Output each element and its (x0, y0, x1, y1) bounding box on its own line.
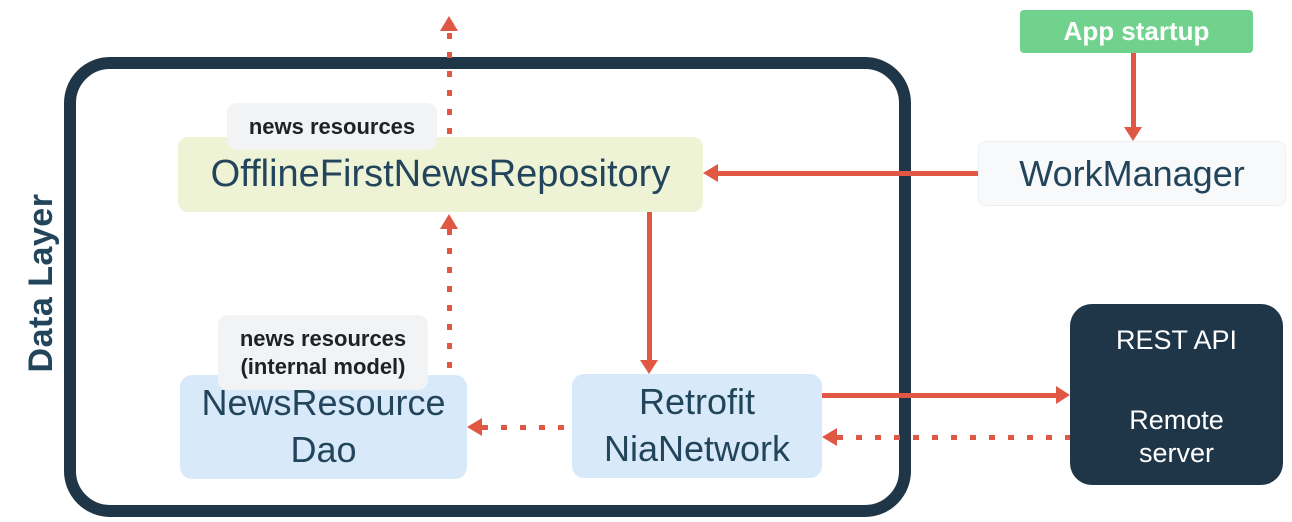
remote-server-label: Remote server (1129, 404, 1224, 472)
remote-server-line1: Remote (1129, 404, 1224, 435)
node-retrofit-nia-network: Retrofit NiaNetwork (572, 374, 822, 478)
arrowhead-up-icon (440, 214, 458, 229)
node-rest-api-remote-server: REST API Remote server (1070, 304, 1283, 485)
arrow-dotted-line (447, 229, 452, 375)
label-news-resources-internal-model-line2: (internal model) (240, 353, 406, 379)
label-news-resources-internal-model: news resources (internal model) (218, 315, 428, 390)
data-layer-label: Data Layer (22, 193, 60, 373)
node-offline-first-news-repository-label: OfflineFirstNewsRepository (210, 153, 671, 195)
arrow-dotted-line (447, 33, 452, 137)
arrowhead-right-icon (1056, 386, 1070, 404)
label-news-resources: news resources (227, 103, 437, 150)
arrowhead-up-icon (440, 16, 458, 31)
arrowhead-left-icon (703, 164, 718, 182)
arrow-line (647, 212, 652, 361)
arrow-line (1131, 53, 1136, 128)
node-workmanager-label: WorkManager (1019, 152, 1245, 194)
arrowhead-left-icon (467, 418, 482, 436)
arrowhead-down-icon (640, 360, 658, 374)
node-app-startup: App startup (1020, 10, 1253, 53)
node-retrofit-line2: NiaNetwork (603, 428, 791, 469)
arrowhead-left-icon (822, 428, 837, 446)
node-offline-first-news-repository: OfflineFirstNewsRepository (178, 137, 703, 212)
remote-server-line2: server (1138, 438, 1214, 469)
node-retrofit-line1: Retrofit (638, 381, 756, 423)
arrow-dotted-line (482, 425, 572, 430)
label-news-resources-internal-model-line1: news resources (239, 326, 407, 351)
node-workmanager: WorkManager (978, 141, 1286, 206)
label-news-resources-text: news resources (248, 113, 416, 139)
arrow-dotted-line (837, 435, 1070, 440)
arrow-line (717, 171, 978, 176)
node-news-resource-dao: NewsResource Dao (180, 375, 467, 479)
rest-api-title: REST API (1115, 325, 1238, 355)
node-news-resource-dao-line2: Dao (290, 429, 357, 470)
node-app-startup-label: App startup (1063, 16, 1210, 46)
arrow-line (822, 393, 1056, 398)
arrowhead-down-icon (1124, 127, 1142, 141)
